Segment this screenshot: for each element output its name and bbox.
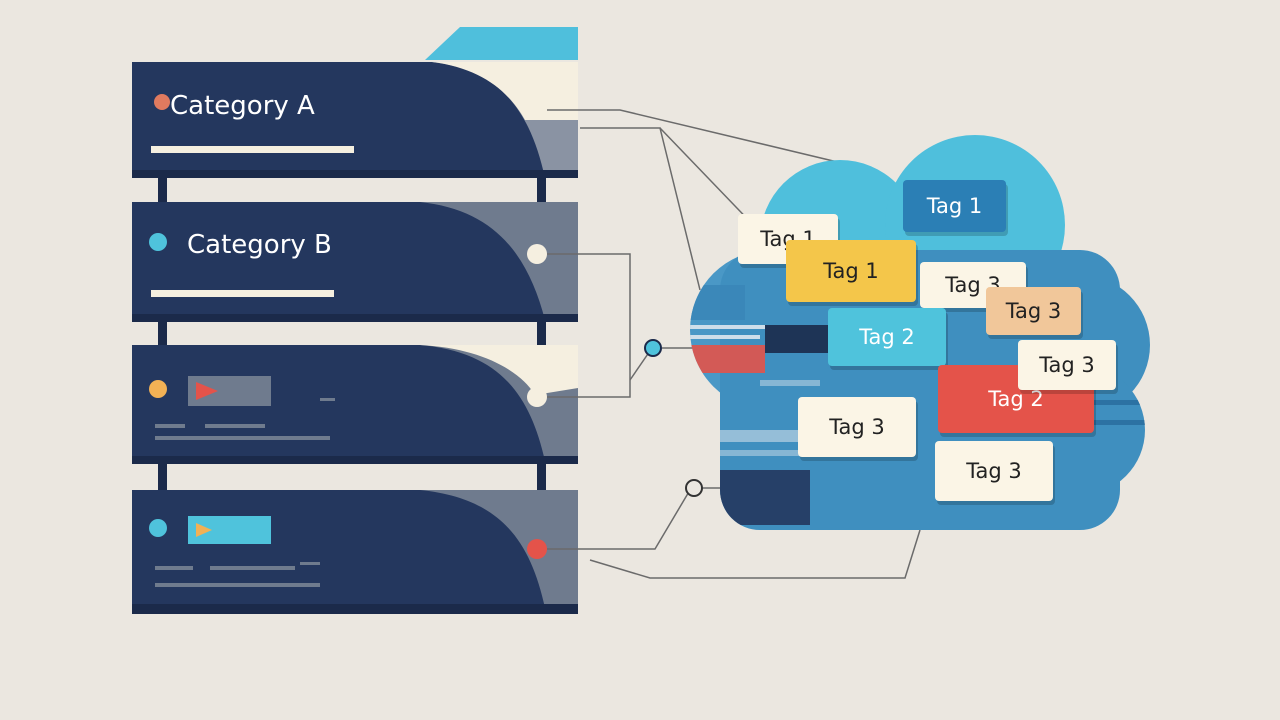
category-a-port[interactable] bbox=[527, 100, 547, 120]
tag-label: Tag 3 bbox=[1005, 299, 1062, 323]
tag-label: Tag 3 bbox=[1038, 353, 1095, 377]
category-c-dot bbox=[149, 380, 167, 398]
category-b-label: Category B bbox=[187, 230, 332, 260]
tag-chip[interactable]: Tag 2 bbox=[828, 308, 948, 370]
category-panel-b[interactable]: Category B bbox=[132, 202, 578, 322]
connector-node-blue[interactable] bbox=[644, 339, 662, 357]
tag-chip[interactable]: Tag 3 bbox=[798, 397, 918, 461]
category-a-underline bbox=[151, 146, 354, 153]
tag-label: Tag 3 bbox=[965, 459, 1022, 483]
tag-chip[interactable]: Tag 3 bbox=[1018, 340, 1118, 394]
tag-label: Tag 1 bbox=[926, 194, 983, 218]
category-c-chip-arrow bbox=[196, 382, 218, 400]
tag-chip[interactable]: Tag 3 bbox=[986, 287, 1083, 339]
category-a-dot bbox=[154, 94, 170, 110]
category-panel-d[interactable] bbox=[132, 490, 578, 614]
category-d-chip-arrow bbox=[196, 523, 212, 537]
tag-chip[interactable]: Tag 3 bbox=[935, 441, 1055, 505]
category-b-underline bbox=[151, 290, 334, 297]
connector-node-hollow[interactable] bbox=[685, 479, 703, 497]
category-b-dot bbox=[149, 233, 167, 251]
tag-label: Tag 2 bbox=[987, 387, 1044, 411]
tag-chip[interactable]: Tag 1 bbox=[786, 240, 918, 306]
connector-lines bbox=[547, 109, 921, 579]
category-panel-a[interactable]: Category A bbox=[132, 62, 578, 178]
tag-label: Tag 2 bbox=[858, 325, 915, 349]
category-d-port[interactable] bbox=[527, 539, 547, 559]
tag-label: Tag 1 bbox=[822, 259, 879, 283]
category-d-dot bbox=[149, 519, 167, 537]
category-b-port[interactable] bbox=[527, 244, 547, 264]
category-panel-c[interactable] bbox=[132, 345, 578, 464]
category-c-port[interactable] bbox=[527, 387, 547, 407]
tag-chip[interactable]: Tag 1 bbox=[903, 180, 1008, 236]
tag-label: Tag 3 bbox=[828, 415, 885, 439]
category-a-label: Category A bbox=[170, 91, 315, 121]
